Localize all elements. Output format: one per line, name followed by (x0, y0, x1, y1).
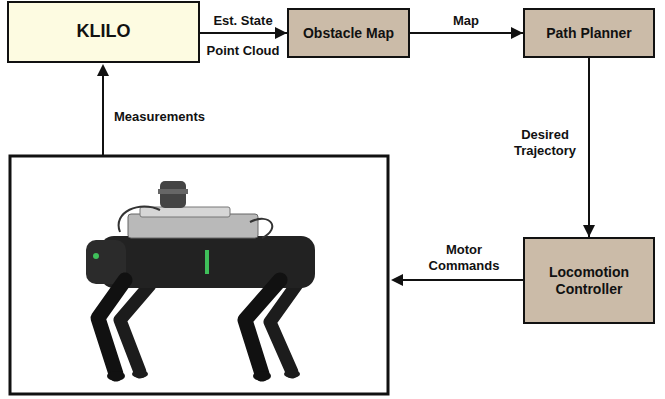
process-box: Obstacle Map (287, 8, 410, 58)
robot-light (93, 253, 99, 259)
robot-payload (128, 214, 258, 238)
robot-frame (10, 156, 388, 394)
motor-commands-arrow (401, 279, 523, 281)
robot-leg (98, 280, 125, 374)
node-text: Locomotion Controller (533, 264, 645, 298)
edge-label: Est. State (201, 13, 285, 29)
node-text: KLILO (77, 21, 131, 43)
estimator-box: KLILO (7, 1, 200, 63)
robot-foot (253, 371, 271, 381)
robot-light (205, 250, 209, 274)
arrow-head (97, 64, 109, 76)
flow-arrow (410, 32, 523, 34)
lidar-sensor (160, 181, 186, 208)
process-box: Locomotion Controller (523, 237, 655, 324)
node-text: Obstacle Map (303, 25, 394, 42)
robot-foot (132, 370, 148, 378)
flow-arrow (200, 32, 287, 34)
process-box: Path Planner (523, 8, 655, 58)
edge-label: Map (436, 13, 496, 29)
measurements-arrow (102, 74, 104, 155)
edge-label: Desired Trajectory (508, 127, 582, 160)
node-text: Path Planner (546, 25, 632, 42)
robot-foot (107, 371, 125, 381)
robot-leg (120, 285, 150, 372)
signal-label: Motor Commands (422, 242, 506, 275)
robot-cable (119, 206, 273, 238)
lidar-sensor (158, 189, 188, 194)
signal-label: Point Cloud (201, 43, 285, 59)
robot-foot (284, 370, 300, 378)
robot-leg (245, 280, 280, 374)
flow-arrow (588, 58, 590, 237)
signal-label: Measurements (114, 109, 224, 125)
arrow-head (391, 274, 403, 286)
